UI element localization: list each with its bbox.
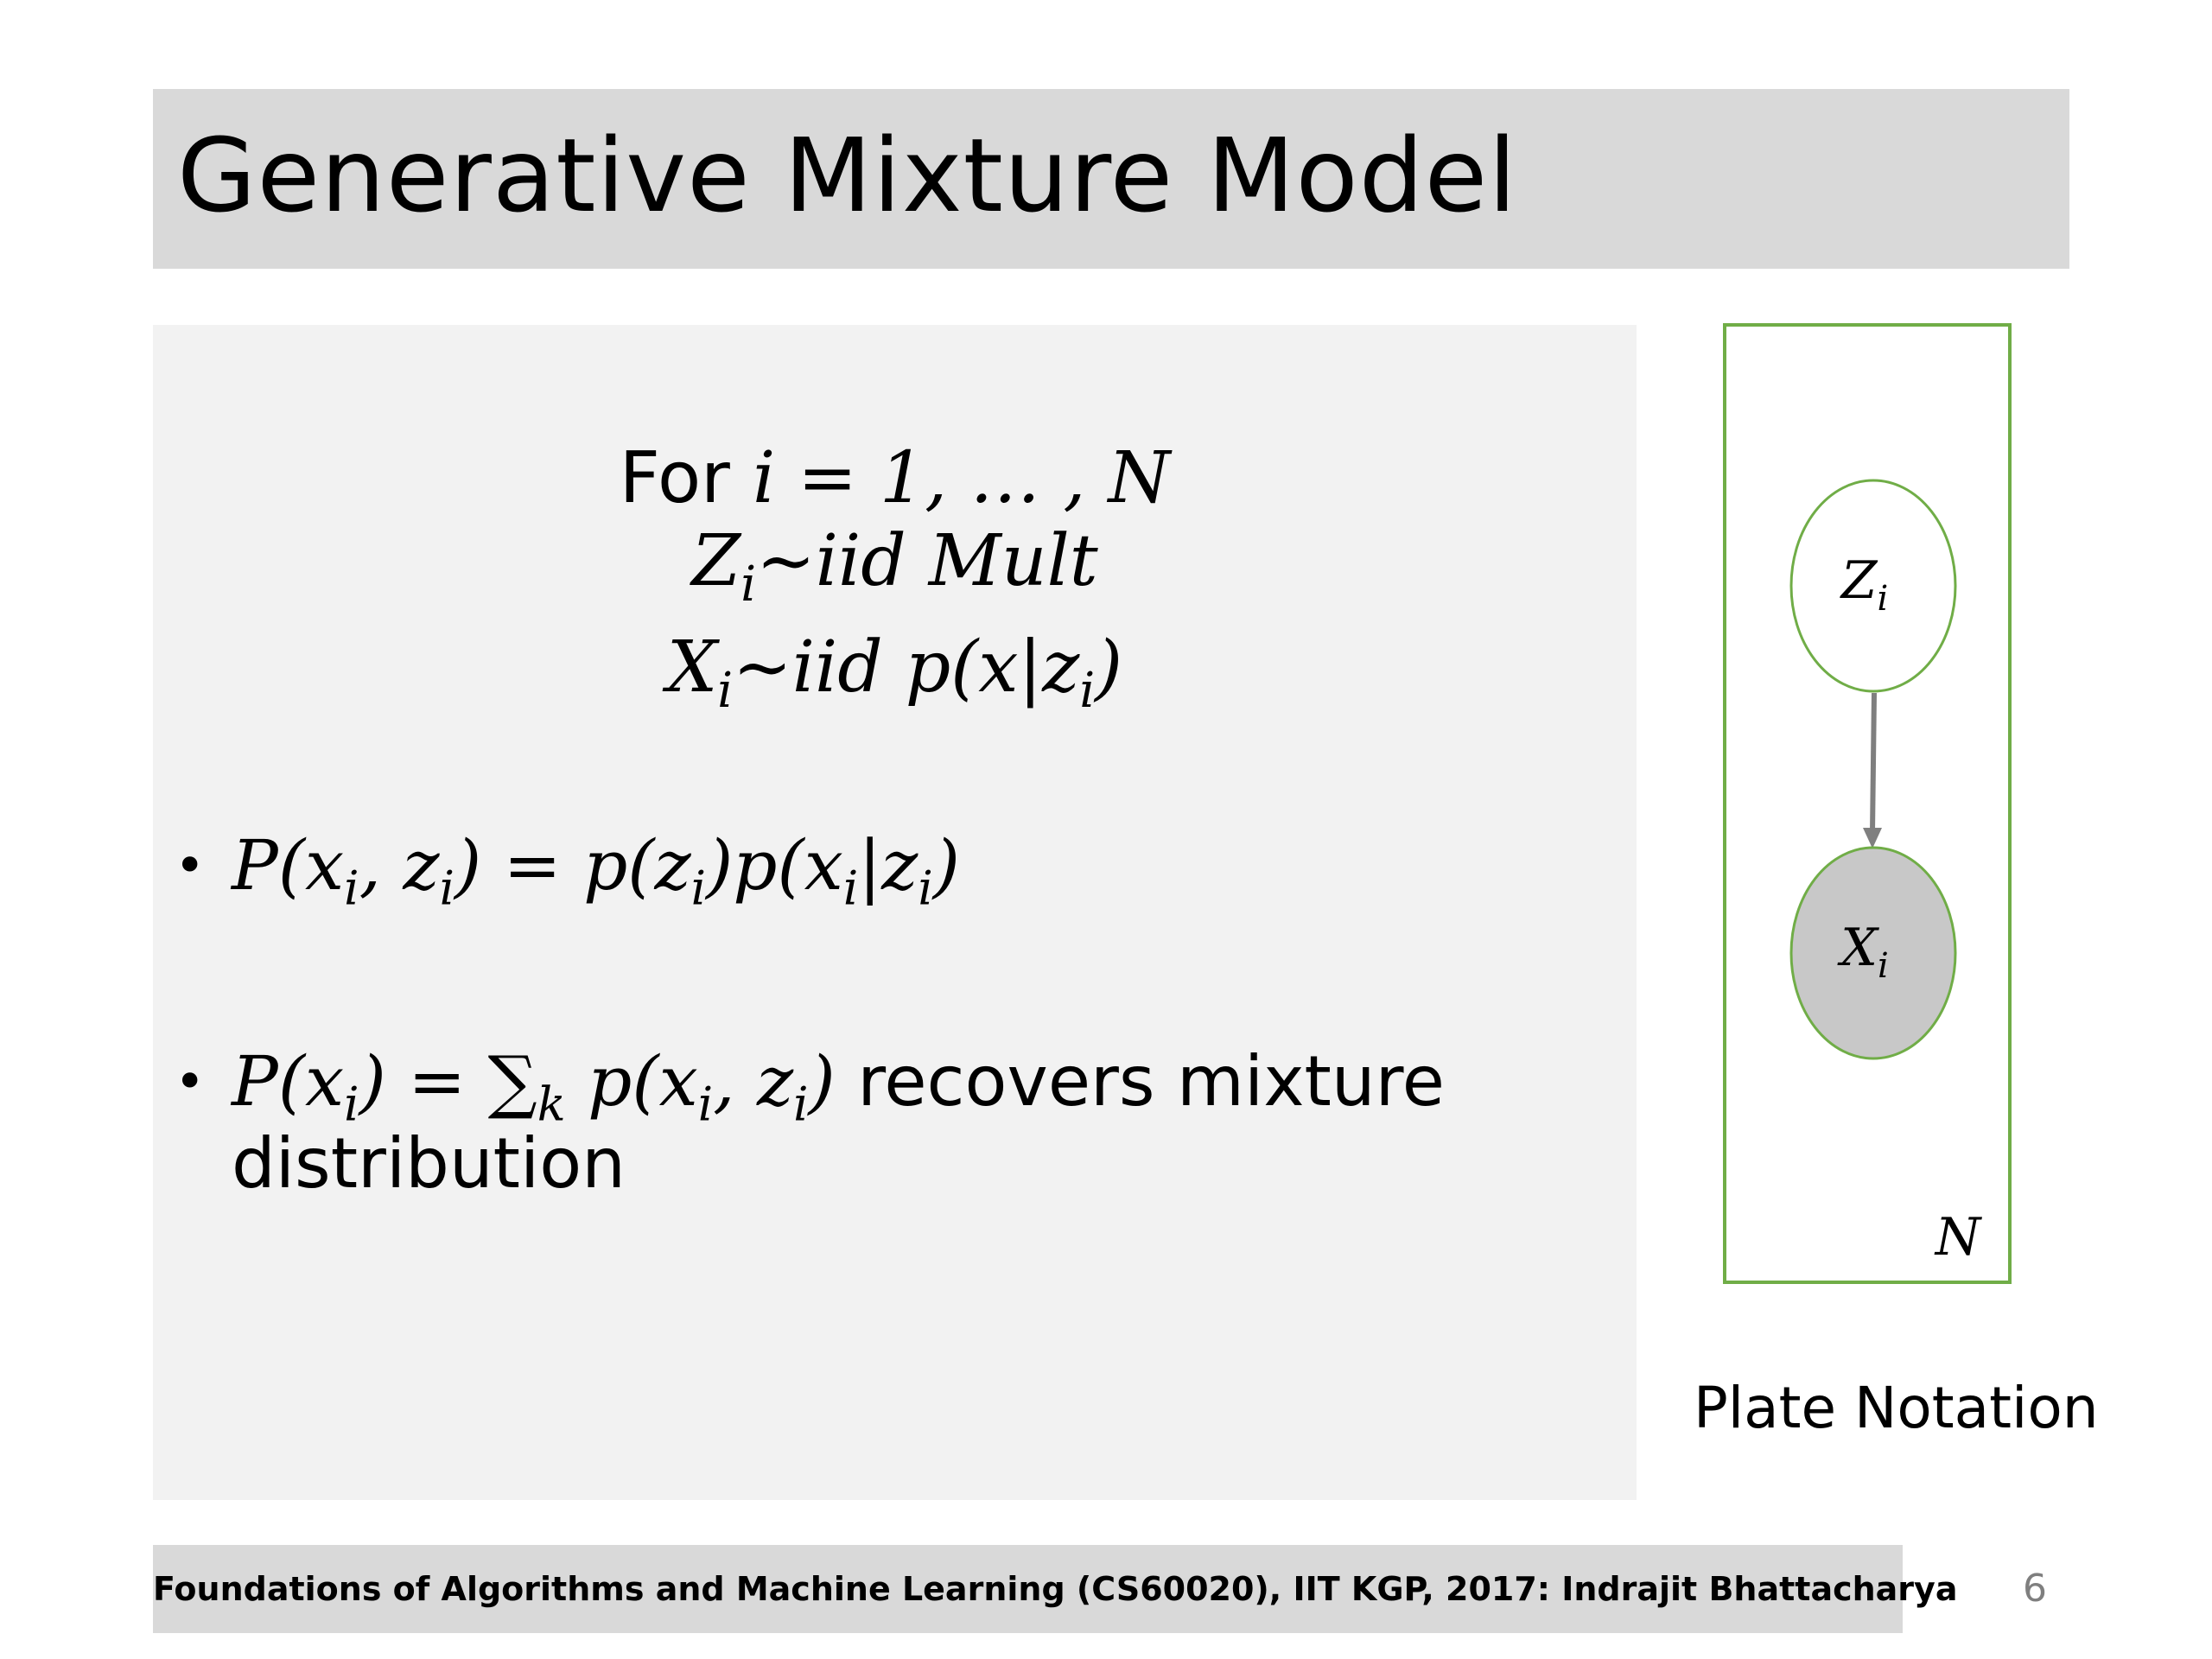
content-box: For i = 1, … , N Zi~iid Mult Xi~iid p(x|… xyxy=(153,325,1637,1500)
observed-node-x xyxy=(1789,846,1957,1060)
node-x-sub: i xyxy=(1878,946,1889,986)
z-sub: i xyxy=(741,556,757,613)
node-z-label: Zi xyxy=(1840,550,1889,619)
bullet-dot: • xyxy=(175,1052,206,1112)
x-sub2: i xyxy=(1079,662,1096,719)
model-line-x: Xi~iid p(x|zi) xyxy=(153,626,1637,733)
eq1-sub-4: i xyxy=(842,861,859,916)
eq2-sub-3: i xyxy=(697,1077,714,1132)
for-word: For xyxy=(619,437,753,519)
generative-model-block: For i = 1, … , N Zi~iid Mult Xi~iid p(x|… xyxy=(153,437,1637,733)
eq1-part-d: )p(x xyxy=(706,825,843,906)
x-sub: i xyxy=(717,662,734,719)
eq2-part-d: , z xyxy=(713,1041,794,1122)
arrow-head xyxy=(1863,828,1882,849)
node-z-sub: i xyxy=(1877,579,1888,619)
plate-caption: Plate Notation xyxy=(1694,1375,2099,1441)
node-x-var: X xyxy=(1837,918,1879,978)
bullet-marginal-continuation: distribution xyxy=(232,1123,626,1204)
x-var: X xyxy=(666,626,718,709)
eq2-sub-2: k xyxy=(537,1077,566,1132)
eq1-sub-3: i xyxy=(690,861,707,916)
model-line-z: Zi~iid Mult xyxy=(153,520,1637,626)
latent-node-z xyxy=(1789,479,1957,693)
eq1-sub-2: i xyxy=(439,861,454,916)
model-line-for: For i = 1, … , N xyxy=(153,437,1637,520)
x-rest-b: ) xyxy=(1095,626,1123,709)
z-var: Z xyxy=(691,520,741,602)
slide-title: Generative Mixture Model xyxy=(177,116,1518,235)
plate-rectangle xyxy=(1723,323,2012,1284)
node-x-label: Xi xyxy=(1837,918,1889,986)
eq2-part-a: P(x xyxy=(232,1041,345,1122)
eq2-sub-1: i xyxy=(344,1077,359,1132)
z-rest: ~iid Mult xyxy=(756,520,1098,602)
eq1-part-a: P(x xyxy=(232,825,345,906)
eq2-part-e: ) xyxy=(808,1041,836,1122)
eq1-part-e: |z xyxy=(858,825,918,906)
bullet-dot: • xyxy=(175,836,206,896)
plate-diagram: Zi Xi N xyxy=(1723,323,2012,1284)
node-z-var: Z xyxy=(1840,550,1878,611)
eq1-sub-1: i xyxy=(344,861,359,916)
eq1-sub-5: i xyxy=(918,861,933,916)
eq2-part-c: p(x xyxy=(565,1041,698,1122)
dependency-arrow xyxy=(1870,692,1877,834)
for-range: i = 1, … , N xyxy=(752,437,1171,519)
eq2-part-b: ) = ∑ xyxy=(359,1041,537,1122)
eq1-part-c: ) = p(z xyxy=(454,825,691,906)
eq2-text-a: recovers mixture xyxy=(835,1041,1445,1122)
eq1-part-f: ) xyxy=(932,825,960,906)
bullet-marginal-probability: •P(xi) = ∑k p(xi, zi) recovers mixture xyxy=(175,1042,1445,1145)
x-rest-a: ~iid p(x|z xyxy=(733,626,1080,709)
footer-text: Foundations of Algorithms and Machine Le… xyxy=(153,1570,1958,1608)
footer-bar: Foundations of Algorithms and Machine Le… xyxy=(153,1545,1958,1633)
plate-count-label: N xyxy=(1934,1207,1983,1268)
bullet-joint-probability: •P(xi, zi) = p(zi)p(xi|zi) xyxy=(175,826,960,929)
title-bar: Generative Mixture Model xyxy=(153,89,2069,269)
page-number: 6 xyxy=(2023,1567,2047,1611)
eq1-part-b: , z xyxy=(359,825,440,906)
eq2-sub-4: i xyxy=(793,1077,809,1132)
